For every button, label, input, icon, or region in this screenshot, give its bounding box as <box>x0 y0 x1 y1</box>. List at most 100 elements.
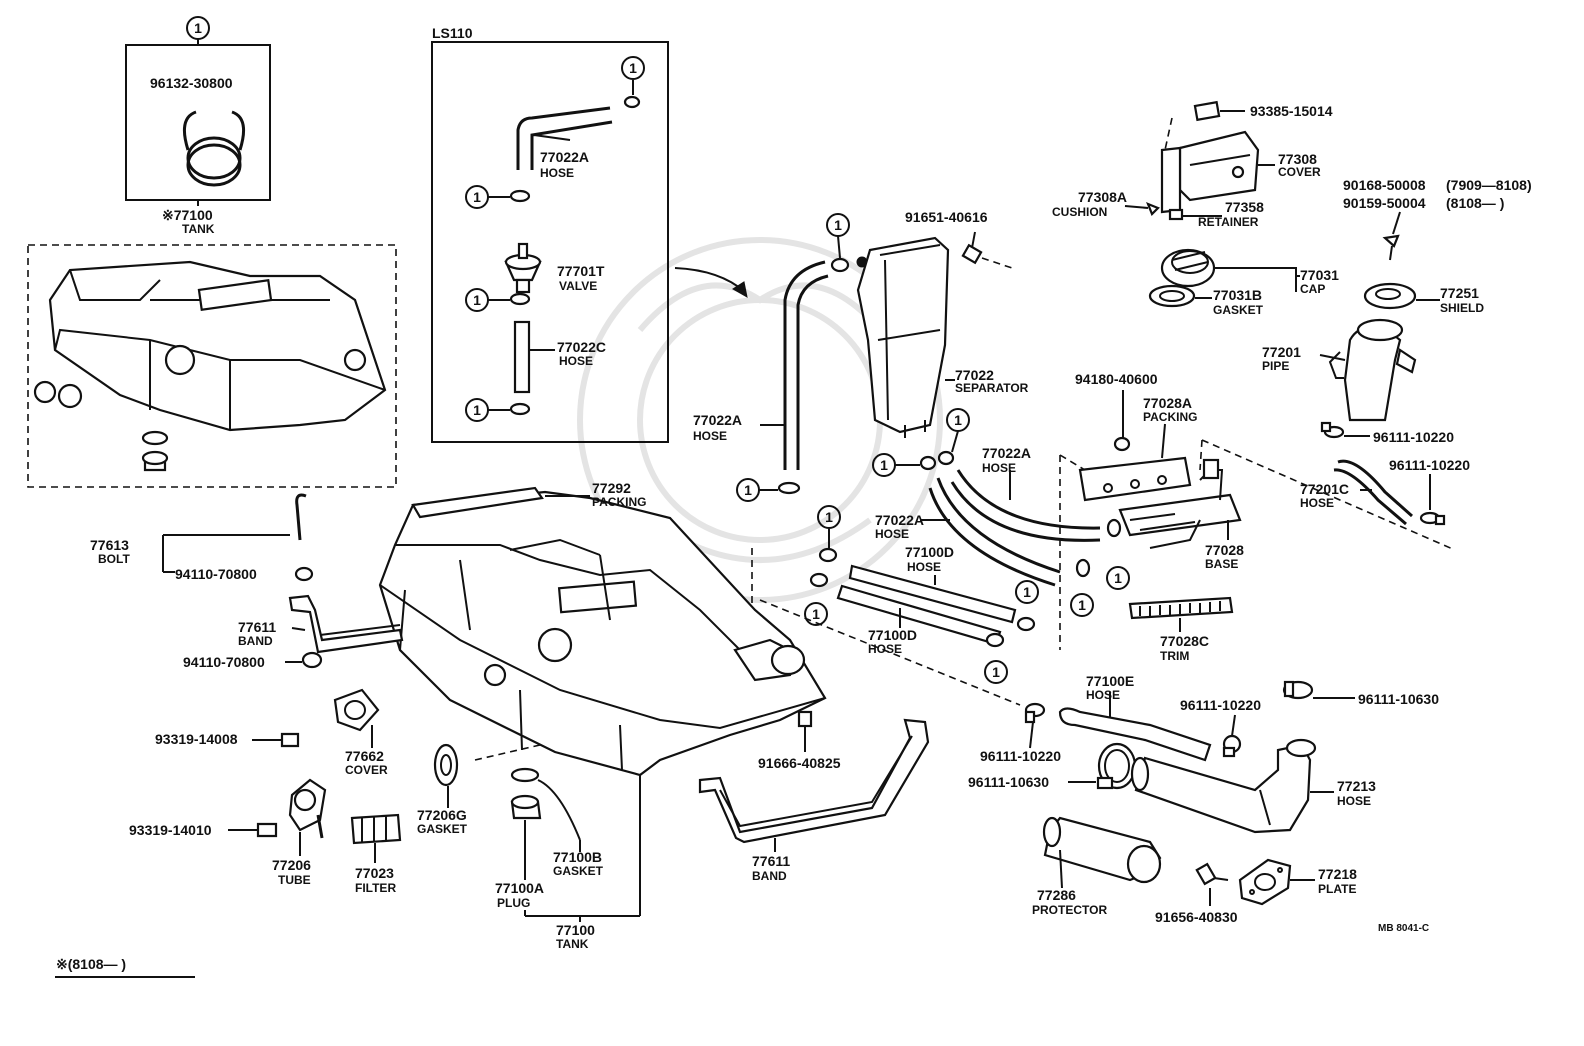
plug-number: 77100A <box>495 880 544 896</box>
hose-77100E-name: HOSE <box>1086 688 1120 702</box>
bolt-91666-label: 91666-40825 <box>758 755 841 771</box>
callout-1: 1 <box>744 482 752 498</box>
pipe-name: PIPE <box>1262 359 1289 373</box>
packing-base-name: PACKING <box>1143 410 1197 424</box>
protector-number: 77286 <box>1037 887 1076 903</box>
hose-77100D-a-name: HOSE <box>907 560 941 574</box>
separator-name: SEPARATOR <box>955 381 1029 395</box>
clamp-96111-10630-a-label: 96111-10630 <box>1358 691 1439 707</box>
bottom-right-parts: 96111-10220 77100E HOSE 96111-10220 9611… <box>968 673 1439 934</box>
bolt-name: BOLT <box>98 552 130 566</box>
screw-a-number: 90168-50008 <box>1343 177 1426 193</box>
bolt-number: 77613 <box>90 537 129 553</box>
hose-77022A-inset-name: HOSE <box>540 166 574 180</box>
clamp-96111-10630-b-label: 96111-10630 <box>968 774 1049 790</box>
tube-name: TUBE <box>278 873 311 887</box>
hose-77213-number: 77213 <box>1337 778 1376 794</box>
base-group: 94180-40600 77028A PACKING 77028 BASE 77… <box>1059 371 1244 663</box>
retainer-name: RETAINER <box>1198 215 1259 229</box>
plate-name: PLATE <box>1318 882 1356 896</box>
gasket-number: 77206G <box>417 807 467 823</box>
inset-title: LS110 <box>432 25 473 41</box>
clamp-96111-a-label: 96111-10220 <box>1373 429 1454 445</box>
callout-1: 1 <box>473 292 481 308</box>
cushion-name: CUSHION <box>1052 205 1107 219</box>
hose-77022A-mid-name: HOSE <box>875 527 909 541</box>
cover-number: 77308 <box>1278 151 1317 167</box>
filter-number: 77023 <box>355 865 394 881</box>
callout-1: 1 <box>954 412 962 428</box>
filter-name: FILTER <box>355 881 396 895</box>
band-a-number: 77611 <box>238 619 276 635</box>
valve-name: VALVE <box>559 279 597 293</box>
gasket-b-number: 77100B <box>553 849 602 865</box>
clamp-96111-d-label: 96111-10220 <box>1180 697 1261 713</box>
main-tank: 77292 PACKING <box>378 480 1021 777</box>
retainer-number: 77358 <box>1225 199 1264 215</box>
hose-77201C-name: HOSE <box>1300 496 1334 510</box>
bolt-91651-label: 91651-40616 <box>905 209 988 225</box>
protector-name: PROTECTOR <box>1032 903 1107 917</box>
hose-77022C-number: 77022C <box>557 339 606 355</box>
screw-a-range: (7909—8108) <box>1446 177 1532 193</box>
part-96132-label: 96132-30800 <box>150 75 233 91</box>
gasket-cap-name: GASKET <box>1213 303 1264 317</box>
tank-assembly-box <box>27 244 397 488</box>
band-b-name: BAND <box>752 869 787 883</box>
hose-77100D-b-name: HOSE <box>868 642 902 656</box>
callout-1: 1 <box>834 217 842 233</box>
hose-77100E-number: 77100E <box>1086 673 1134 689</box>
clamp-96111-c-label: 96111-10220 <box>980 748 1061 764</box>
cap-number: 77031 <box>1300 267 1339 283</box>
trim-name: TRIM <box>1160 649 1189 663</box>
base-number: 77028 <box>1205 542 1244 558</box>
callout-1: 1 <box>473 402 481 418</box>
callout-1: 1 <box>1114 570 1122 586</box>
inset-arrowhead <box>732 281 748 298</box>
hose-77022A-sep-number: 77022A <box>982 445 1031 461</box>
nut-94180-label: 94180-40600 <box>1075 371 1158 387</box>
gasket-name: GASKET <box>417 822 468 836</box>
bottom-center-parts: 77100B GASKET 77100A PLUG 77100 TANK 916… <box>495 710 930 951</box>
shield-number: 77251 <box>1440 285 1479 301</box>
callout-1: 1 <box>1023 584 1031 600</box>
clip-inset: 1 96132-30800 <box>125 16 271 201</box>
bolt-91656-label: 91656-40830 <box>1155 909 1238 925</box>
bolt-93385-label: 93385-15014 <box>1250 103 1333 119</box>
cover-name: COVER <box>1278 165 1321 179</box>
ls110-inset: LS110 1 77022A HOSE 1 77701T VALVE 1 770… <box>431 25 669 443</box>
tank-asm-number: ※77100 <box>162 207 213 223</box>
gasket-cap-number: 77031B <box>1213 287 1262 303</box>
cover2-name: COVER <box>345 763 388 777</box>
callout-1: 1 <box>880 457 888 473</box>
separator-group: 1 91651-40616 77022 SEPARATOR 77022A HOS… <box>693 209 1029 502</box>
pipe-number: 77201 <box>1262 344 1301 360</box>
hose-77100D-b-number: 77100D <box>868 627 917 643</box>
callout-1: 1 <box>825 509 833 525</box>
tank-asm-name: TANK <box>182 222 215 236</box>
hose-77022C-name: HOSE <box>559 354 593 368</box>
screw-b-range: (8108— ) <box>1446 195 1504 211</box>
callout-1: 1 <box>812 606 820 622</box>
footnote: ※(8108— ) <box>56 956 126 972</box>
callout-1: 1 <box>473 189 481 205</box>
packing-number: 77292 <box>592 480 631 496</box>
clamp-96111-b-label: 96111-10220 <box>1389 457 1470 473</box>
gasket-b-name: GASKET <box>553 864 604 878</box>
filler-group: 93385-15014 77308 COVER 77308A CUSHION 7… <box>1052 100 1532 551</box>
bolt-93319-b-label: 93319-14010 <box>129 822 212 838</box>
tank-name: TANK <box>556 937 589 951</box>
band-b-number: 77611 <box>752 853 790 869</box>
tank-number: 77100 <box>556 922 595 938</box>
nut-94110-a-label: 94110-70800 <box>175 566 257 582</box>
band-a-name: BAND <box>238 634 273 648</box>
callout-1: 1 <box>1078 597 1086 613</box>
hose-77022A-mid-number: 77022A <box>875 512 924 528</box>
doc-code: MB 8041-C <box>1378 923 1429 934</box>
plate-number: 77218 <box>1318 866 1357 882</box>
shield-name: SHIELD <box>1440 301 1484 315</box>
callout-1: 1 <box>194 20 202 36</box>
nut-94110-b-label: 94110-70800 <box>183 654 265 670</box>
tube-number: 77206 <box>272 857 311 873</box>
